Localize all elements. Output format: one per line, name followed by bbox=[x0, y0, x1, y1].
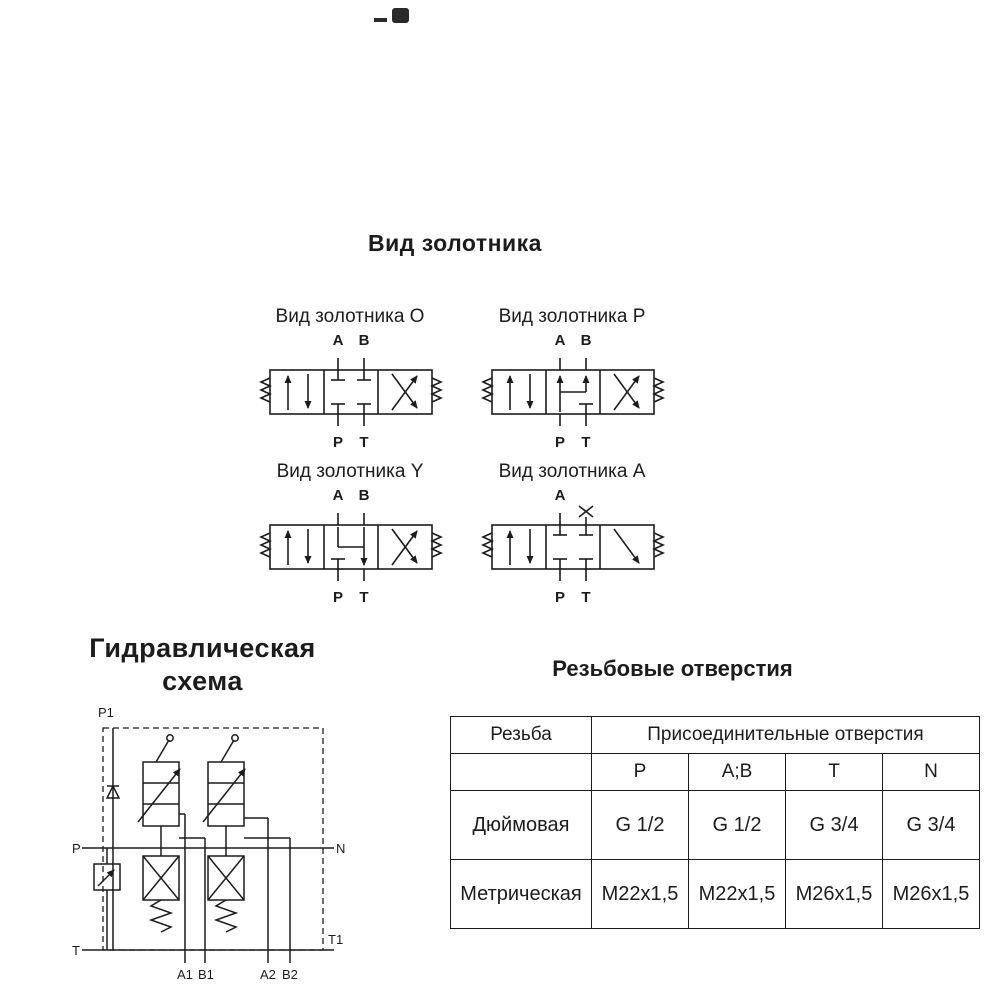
port-label-t: T bbox=[359, 589, 369, 606]
label-n: N bbox=[336, 841, 345, 856]
spring-left-icon bbox=[481, 532, 494, 558]
cell-value: G 3/4 bbox=[785, 790, 883, 860]
valve-symbol-y bbox=[259, 513, 443, 581]
port-label-a: A bbox=[332, 332, 344, 349]
hydraulic-section-title: Гидравлическая схема bbox=[55, 632, 350, 698]
port-label-p: P bbox=[332, 434, 343, 451]
spring-left-icon bbox=[259, 377, 272, 403]
spring-icon bbox=[148, 899, 174, 933]
port-label-t: T bbox=[581, 589, 591, 606]
cell-value: G 1/2 bbox=[591, 790, 689, 860]
col-header-ab: A;B bbox=[688, 753, 786, 791]
check-valve-icon bbox=[105, 784, 121, 799]
spool-section-title: Вид золотника bbox=[368, 230, 542, 256]
port-label-a: A bbox=[554, 332, 566, 349]
spring-left-icon bbox=[259, 532, 272, 558]
label-a1: A1 bbox=[177, 967, 193, 982]
ports-bottom: P T bbox=[245, 589, 455, 607]
label-t1: T1 bbox=[328, 932, 343, 947]
port-label-a: A bbox=[554, 487, 566, 504]
ports-top: A B bbox=[467, 332, 677, 350]
port-label-a: A bbox=[332, 487, 344, 504]
port-label-t: T bbox=[581, 434, 591, 451]
spring-icon bbox=[213, 899, 239, 933]
valve-symbol-p bbox=[481, 358, 665, 426]
spring-right-icon bbox=[652, 377, 665, 403]
hydraulic-title-line1: Гидравлическая bbox=[89, 633, 316, 663]
header-connection-holes: Присоединительные отверстия bbox=[591, 716, 980, 754]
cell-value: M22x1,5 bbox=[688, 859, 786, 929]
col-header-p: P bbox=[591, 753, 689, 791]
ports-top: A bbox=[467, 487, 677, 505]
lever-knob-icon bbox=[166, 734, 174, 742]
hydraulic-title-line2: схема bbox=[162, 665, 243, 696]
hydraulic-circuit-diagram: P1 P N T T1 A1 B1 A2 B2 bbox=[72, 705, 345, 982]
threads-section-title: Резьбовые отверстия bbox=[552, 656, 793, 681]
label-p1: P1 bbox=[98, 705, 114, 720]
cell-value: G 1/2 bbox=[688, 790, 786, 860]
cell-value: M26x1,5 bbox=[785, 859, 883, 929]
valve-diagram-p: Вид золотника P A B bbox=[467, 306, 677, 452]
logo-dash-icon bbox=[374, 17, 387, 22]
table-row-inch: Дюймовая G 1/2 G 1/2 G 3/4 G 3/4 bbox=[450, 790, 980, 860]
valve-title: Вид золотника O bbox=[275, 306, 425, 327]
spring-right-icon bbox=[430, 532, 443, 558]
logo-blob-icon bbox=[392, 8, 409, 23]
port-label-t: T bbox=[359, 434, 369, 451]
spring-right-icon bbox=[652, 532, 665, 558]
spring-left-icon bbox=[481, 377, 494, 403]
label-t: T bbox=[72, 943, 80, 958]
valve-diagram-o: Вид золотника O A B bbox=[245, 306, 455, 452]
row-label: Дюймовая bbox=[450, 790, 592, 860]
valve-symbol-o bbox=[259, 358, 443, 426]
port-label-p: P bbox=[332, 589, 343, 606]
ports-bottom: P T bbox=[467, 434, 677, 452]
table-header-row: Резьба Присоединительные отверстия bbox=[450, 716, 980, 754]
ports-bottom: P T bbox=[467, 589, 677, 607]
table-row-metric: Метрическая M22x1,5 M22x1,5 M26x1,5 M26x… bbox=[450, 859, 980, 929]
port-label-b: B bbox=[358, 487, 370, 504]
port-label-b: B bbox=[358, 332, 370, 349]
valve-symbol-a bbox=[481, 505, 665, 581]
label-b2: B2 bbox=[282, 967, 298, 982]
col-header-t: T bbox=[785, 753, 883, 791]
label-a2: A2 bbox=[260, 967, 276, 982]
ports-top: A B bbox=[245, 487, 455, 505]
ports-top: A B bbox=[245, 332, 455, 350]
lever-icon bbox=[155, 739, 170, 763]
thread-subheader-empty-cell bbox=[450, 753, 592, 791]
cell-value: M22x1,5 bbox=[591, 859, 689, 929]
label-p: P bbox=[72, 841, 81, 856]
cell-value: M26x1,5 bbox=[882, 859, 980, 929]
port-label-p: P bbox=[554, 434, 565, 451]
lever-knob-icon bbox=[231, 734, 239, 742]
table-subheader-row: P A;B T N bbox=[450, 753, 980, 791]
threads-table: Резьба Присоединительные отверстия P A;B… bbox=[450, 716, 980, 929]
ports-bottom: P T bbox=[245, 434, 455, 452]
valve-diagram-y: Вид золотника Y A B bbox=[245, 461, 455, 607]
logo-mark bbox=[374, 8, 409, 26]
port-label-b: B bbox=[580, 332, 592, 349]
valve-title: Вид золотника Y bbox=[276, 461, 424, 482]
lever-icon bbox=[220, 739, 235, 763]
valve-title: Вид золотника А bbox=[498, 461, 646, 482]
cell-value: G 3/4 bbox=[882, 790, 980, 860]
spring-right-icon bbox=[430, 377, 443, 403]
valve-diagram-a: Вид золотника А A bbox=[467, 461, 677, 607]
valve-title: Вид золотника P bbox=[498, 306, 646, 327]
label-b1: B1 bbox=[198, 967, 214, 982]
plugged-port-icon bbox=[578, 505, 594, 518]
row-label: Метрическая bbox=[450, 859, 592, 929]
header-thread: Резьба bbox=[450, 716, 592, 754]
port-label-p: P bbox=[554, 589, 565, 606]
col-header-n: N bbox=[882, 753, 980, 791]
